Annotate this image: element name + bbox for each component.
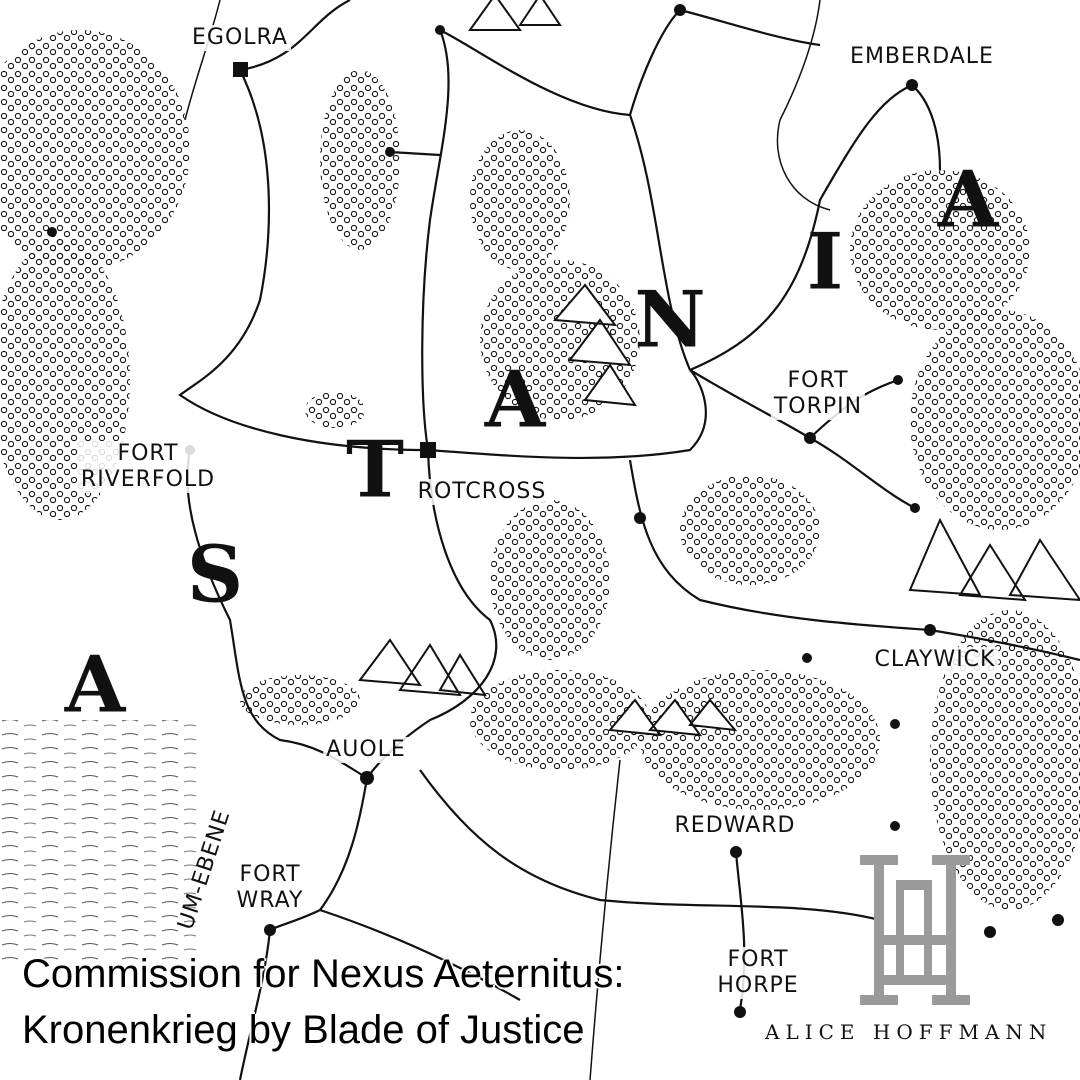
label-line: FORT xyxy=(117,441,179,466)
region-letter-s: S xyxy=(186,529,244,621)
region-letter-t: T xyxy=(345,424,405,516)
rivers xyxy=(184,0,831,1080)
caption-line-2: Kronenkrieg by Blade of Justice xyxy=(22,1008,585,1052)
label-redward[interactable]: REDWARD xyxy=(671,813,799,839)
logo-mark xyxy=(860,855,970,1005)
town-rotcross-marker xyxy=(420,442,436,458)
region-letter-i: I xyxy=(806,216,844,308)
label-line: FORT xyxy=(787,368,849,393)
region-letter-a1: A xyxy=(64,639,126,731)
mountains xyxy=(358,0,1080,737)
sea xyxy=(0,720,200,960)
label-claywick[interactable]: CLAYWICK xyxy=(871,647,999,673)
label-line: RIVERFOLD xyxy=(80,467,216,492)
region-letter-a3: A xyxy=(937,154,999,246)
label-emberdale[interactable]: EMBERDALE xyxy=(847,44,997,70)
region-letter-n: N xyxy=(634,274,706,366)
artist-signature: ALICE HOFFMANN xyxy=(765,1020,1053,1044)
label-line: HORPE xyxy=(717,973,799,998)
label-line: FORT xyxy=(727,947,789,972)
label-line: TORPIN xyxy=(773,394,863,419)
label-line: WRAY xyxy=(236,888,304,913)
label-rotcross[interactable]: ROTCROSS xyxy=(414,479,550,505)
region-letter-a2: A xyxy=(484,354,546,446)
town-egolra-marker xyxy=(233,62,248,77)
label-egolra[interactable]: EGOLRA xyxy=(189,25,291,51)
caption-line-1: Commission for Nexus Aeternitus: xyxy=(22,952,625,996)
roads xyxy=(178,0,1080,1080)
forests xyxy=(0,30,1080,910)
label-line: FORT xyxy=(239,862,301,887)
label-auole[interactable]: AUOLE xyxy=(323,737,409,763)
